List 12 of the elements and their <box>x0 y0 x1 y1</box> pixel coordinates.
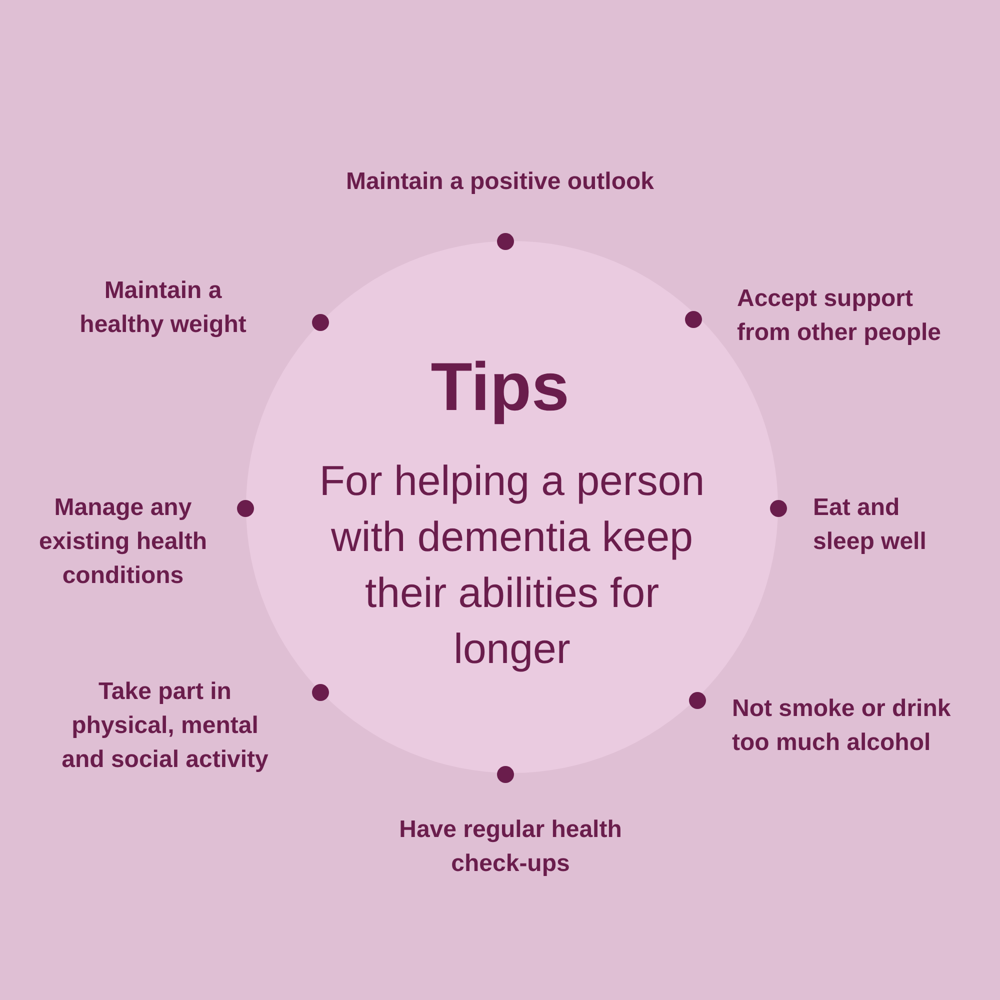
dot-icon <box>496 232 514 250</box>
tip-label: Maintain a positive outlook <box>344 167 656 197</box>
tip-label: Take part in physical, mental and social activity <box>60 677 270 775</box>
tip-label: Eat and sleep well <box>813 493 928 557</box>
tip-label: Maintain a healthy weight <box>78 276 248 340</box>
tip-label: Not smoke or drink too much alcohol <box>732 694 952 758</box>
tip-label: Have regular health check-ups <box>398 815 623 879</box>
tip-label: Accept support from other people <box>737 284 942 348</box>
tip-label: Manage any existing health conditions <box>38 493 208 591</box>
heading: Tips <box>430 348 570 427</box>
dot-icon <box>236 500 254 516</box>
description-text: For helping a person with dementia keep their abilities for longer <box>318 456 706 674</box>
